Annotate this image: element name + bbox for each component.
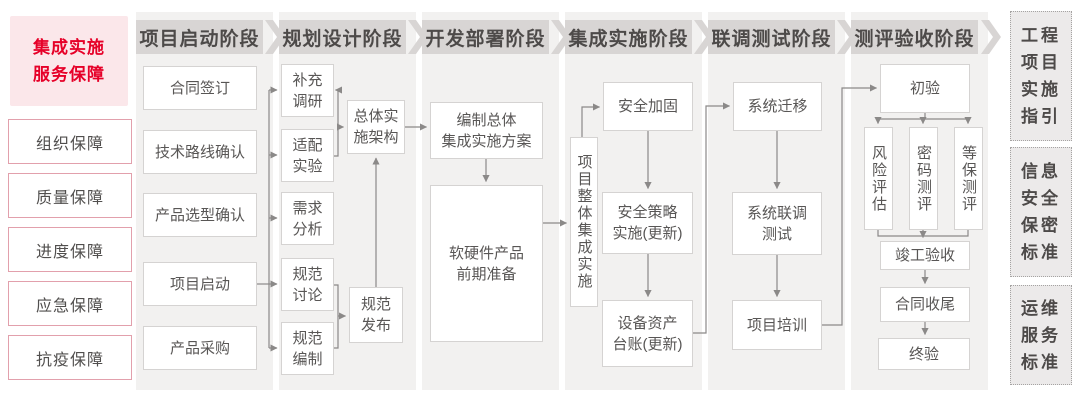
box-system-migration: 系统迁移 (733, 82, 822, 131)
box-completion-acceptance: 竣工验收 (880, 241, 970, 270)
box-project-overall-integration: 项目整体集成实施 (570, 137, 598, 307)
box-classified-protection-evaluation: 等保测评 (954, 127, 983, 230)
box-initial-acceptance: 初验 (880, 64, 970, 113)
box-joint-debugging-test: 系统联调 测试 (732, 192, 822, 255)
box-spec-release: 规范 发布 (349, 287, 403, 343)
box-crypto-evaluation: 密码测评 (909, 127, 938, 230)
box-asset-ledger-update: 设备资产 台账(更新) (602, 300, 693, 367)
schedule-guarantee: 进度保障 (8, 227, 132, 272)
organization-guarantee: 组织保障 (8, 119, 132, 164)
box-hardware-software-preparation: 软硬件产品 前期准备 (430, 185, 543, 342)
stage-header-evaluation-acceptance: 测评验收阶段 (851, 20, 978, 54)
box-supplementary-research: 补充 调研 (281, 64, 334, 117)
box-risk-assessment: 风险评估 (864, 127, 893, 230)
box-product-selection-confirm: 产品选型确认 (143, 193, 257, 237)
box-overall-implementation-architecture: 总体实 施架构 (347, 100, 405, 154)
anti-epidemic-guarantee: 抗疫保障 (8, 335, 132, 380)
project-implementation-guide: 工程 项目 实施 指引 (1010, 11, 1072, 141)
integration-service-guarantee-highlight: 集成实施 服务保障 (10, 16, 128, 106)
box-contract-closure: 合同收尾 (880, 287, 970, 322)
stage-header-integration-implementation: 集成实施阶段 (565, 20, 692, 54)
box-project-training: 项目培训 (732, 300, 822, 350)
box-security-hardening: 安全加固 (603, 82, 693, 131)
box-requirement-analysis: 需求 分析 (281, 192, 334, 245)
box-final-acceptance: 终验 (878, 338, 970, 370)
stage-header-develop-deploy: 开发部署阶段 (422, 20, 549, 54)
box-security-policy-update: 安全策略 实施(更新) (602, 192, 693, 254)
ops-service-standard: 运维 服务 标准 (1010, 285, 1072, 385)
box-overall-integration-plan: 编制总体 集成实施方案 (430, 102, 543, 159)
box-spec-drafting: 规范 编制 (281, 322, 334, 375)
stage-header-planning-design: 规划设计阶段 (279, 20, 406, 54)
info-security-confidentiality-standard: 信息 安全 保密 标准 (1010, 147, 1072, 277)
stage-header-project-kickoff: 项目启动阶段 (136, 20, 263, 54)
box-spec-discussion: 规范 讨论 (281, 258, 334, 311)
box-product-procurement: 产品采购 (143, 326, 257, 370)
emergency-guarantee: 应急保障 (8, 281, 132, 326)
box-project-kickoff: 项目启动 (143, 262, 257, 306)
box-tech-route-confirm: 技术路线确认 (143, 130, 257, 174)
quality-guarantee: 质量保障 (8, 173, 132, 218)
stage-header-joint-testing: 联调测试阶段 (708, 20, 835, 54)
box-adaptation-test: 适配 实验 (281, 129, 334, 182)
box-contract-signing: 合同签订 (143, 66, 257, 110)
